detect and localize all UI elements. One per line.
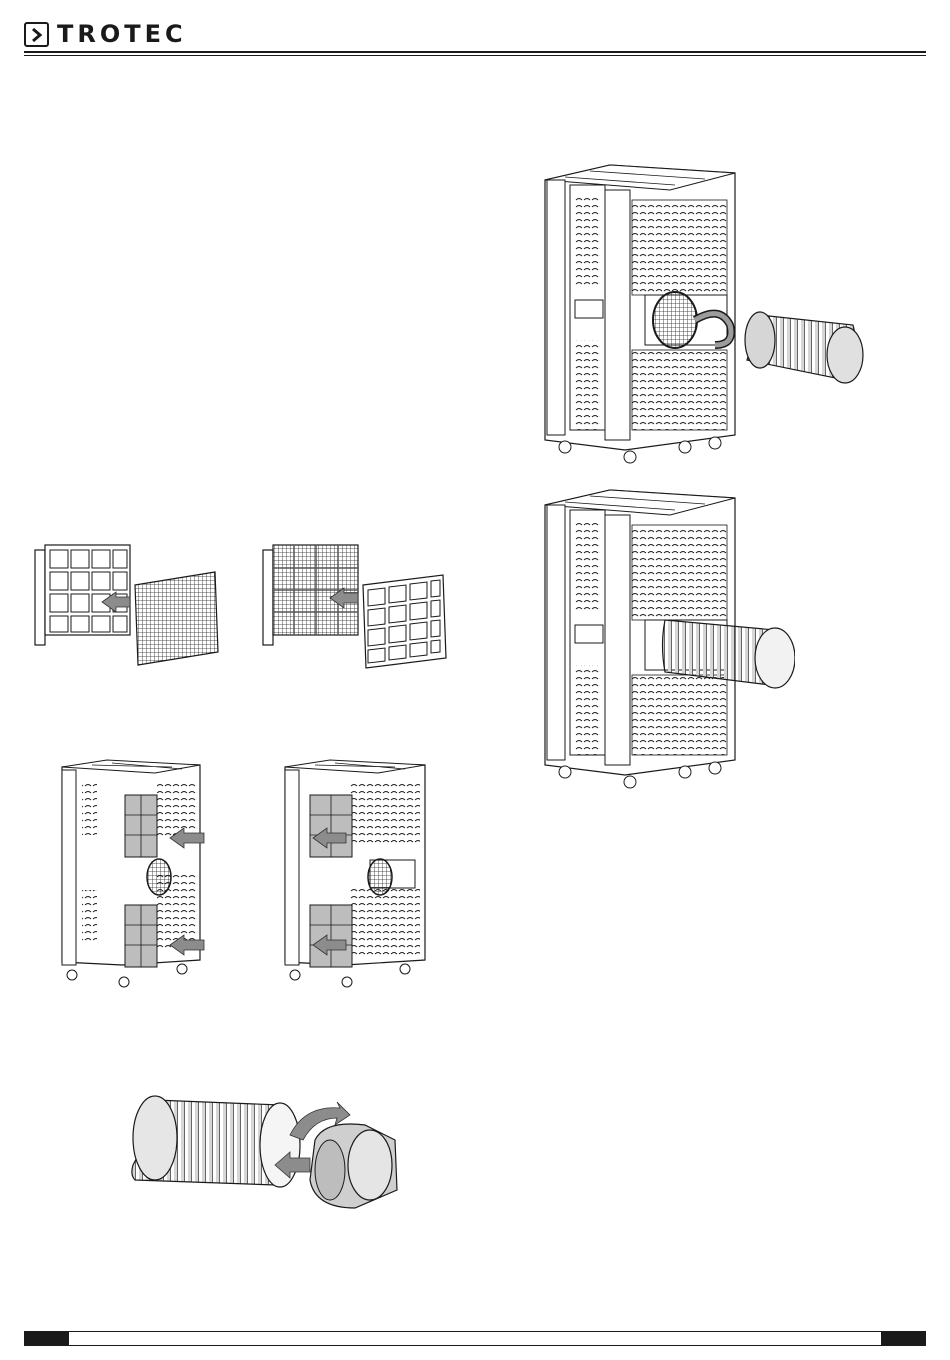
page-header: TROTEC bbox=[0, 0, 950, 60]
header-rule-thin bbox=[24, 55, 926, 56]
unit-filters-side-illustration bbox=[270, 755, 435, 990]
page-footer bbox=[24, 1331, 926, 1346]
brand-name: TROTEC bbox=[57, 22, 187, 47]
brand-logo: TROTEC bbox=[24, 22, 187, 47]
footer-page-block-right bbox=[881, 1331, 926, 1346]
brand-logo-icon bbox=[24, 22, 49, 47]
footer-bar bbox=[24, 1331, 926, 1346]
filter-frame-insert-illustration bbox=[258, 540, 458, 675]
filter-mesh-insert-illustration bbox=[30, 540, 230, 670]
header-rule bbox=[24, 51, 926, 53]
hose-adapter-attach-illustration bbox=[125, 1080, 405, 1215]
hose-connected-illustration bbox=[535, 480, 795, 795]
footer-page-block-left bbox=[24, 1331, 69, 1346]
hose-connect-illustration bbox=[535, 155, 870, 470]
unit-filters-insert-illustration bbox=[52, 755, 217, 990]
